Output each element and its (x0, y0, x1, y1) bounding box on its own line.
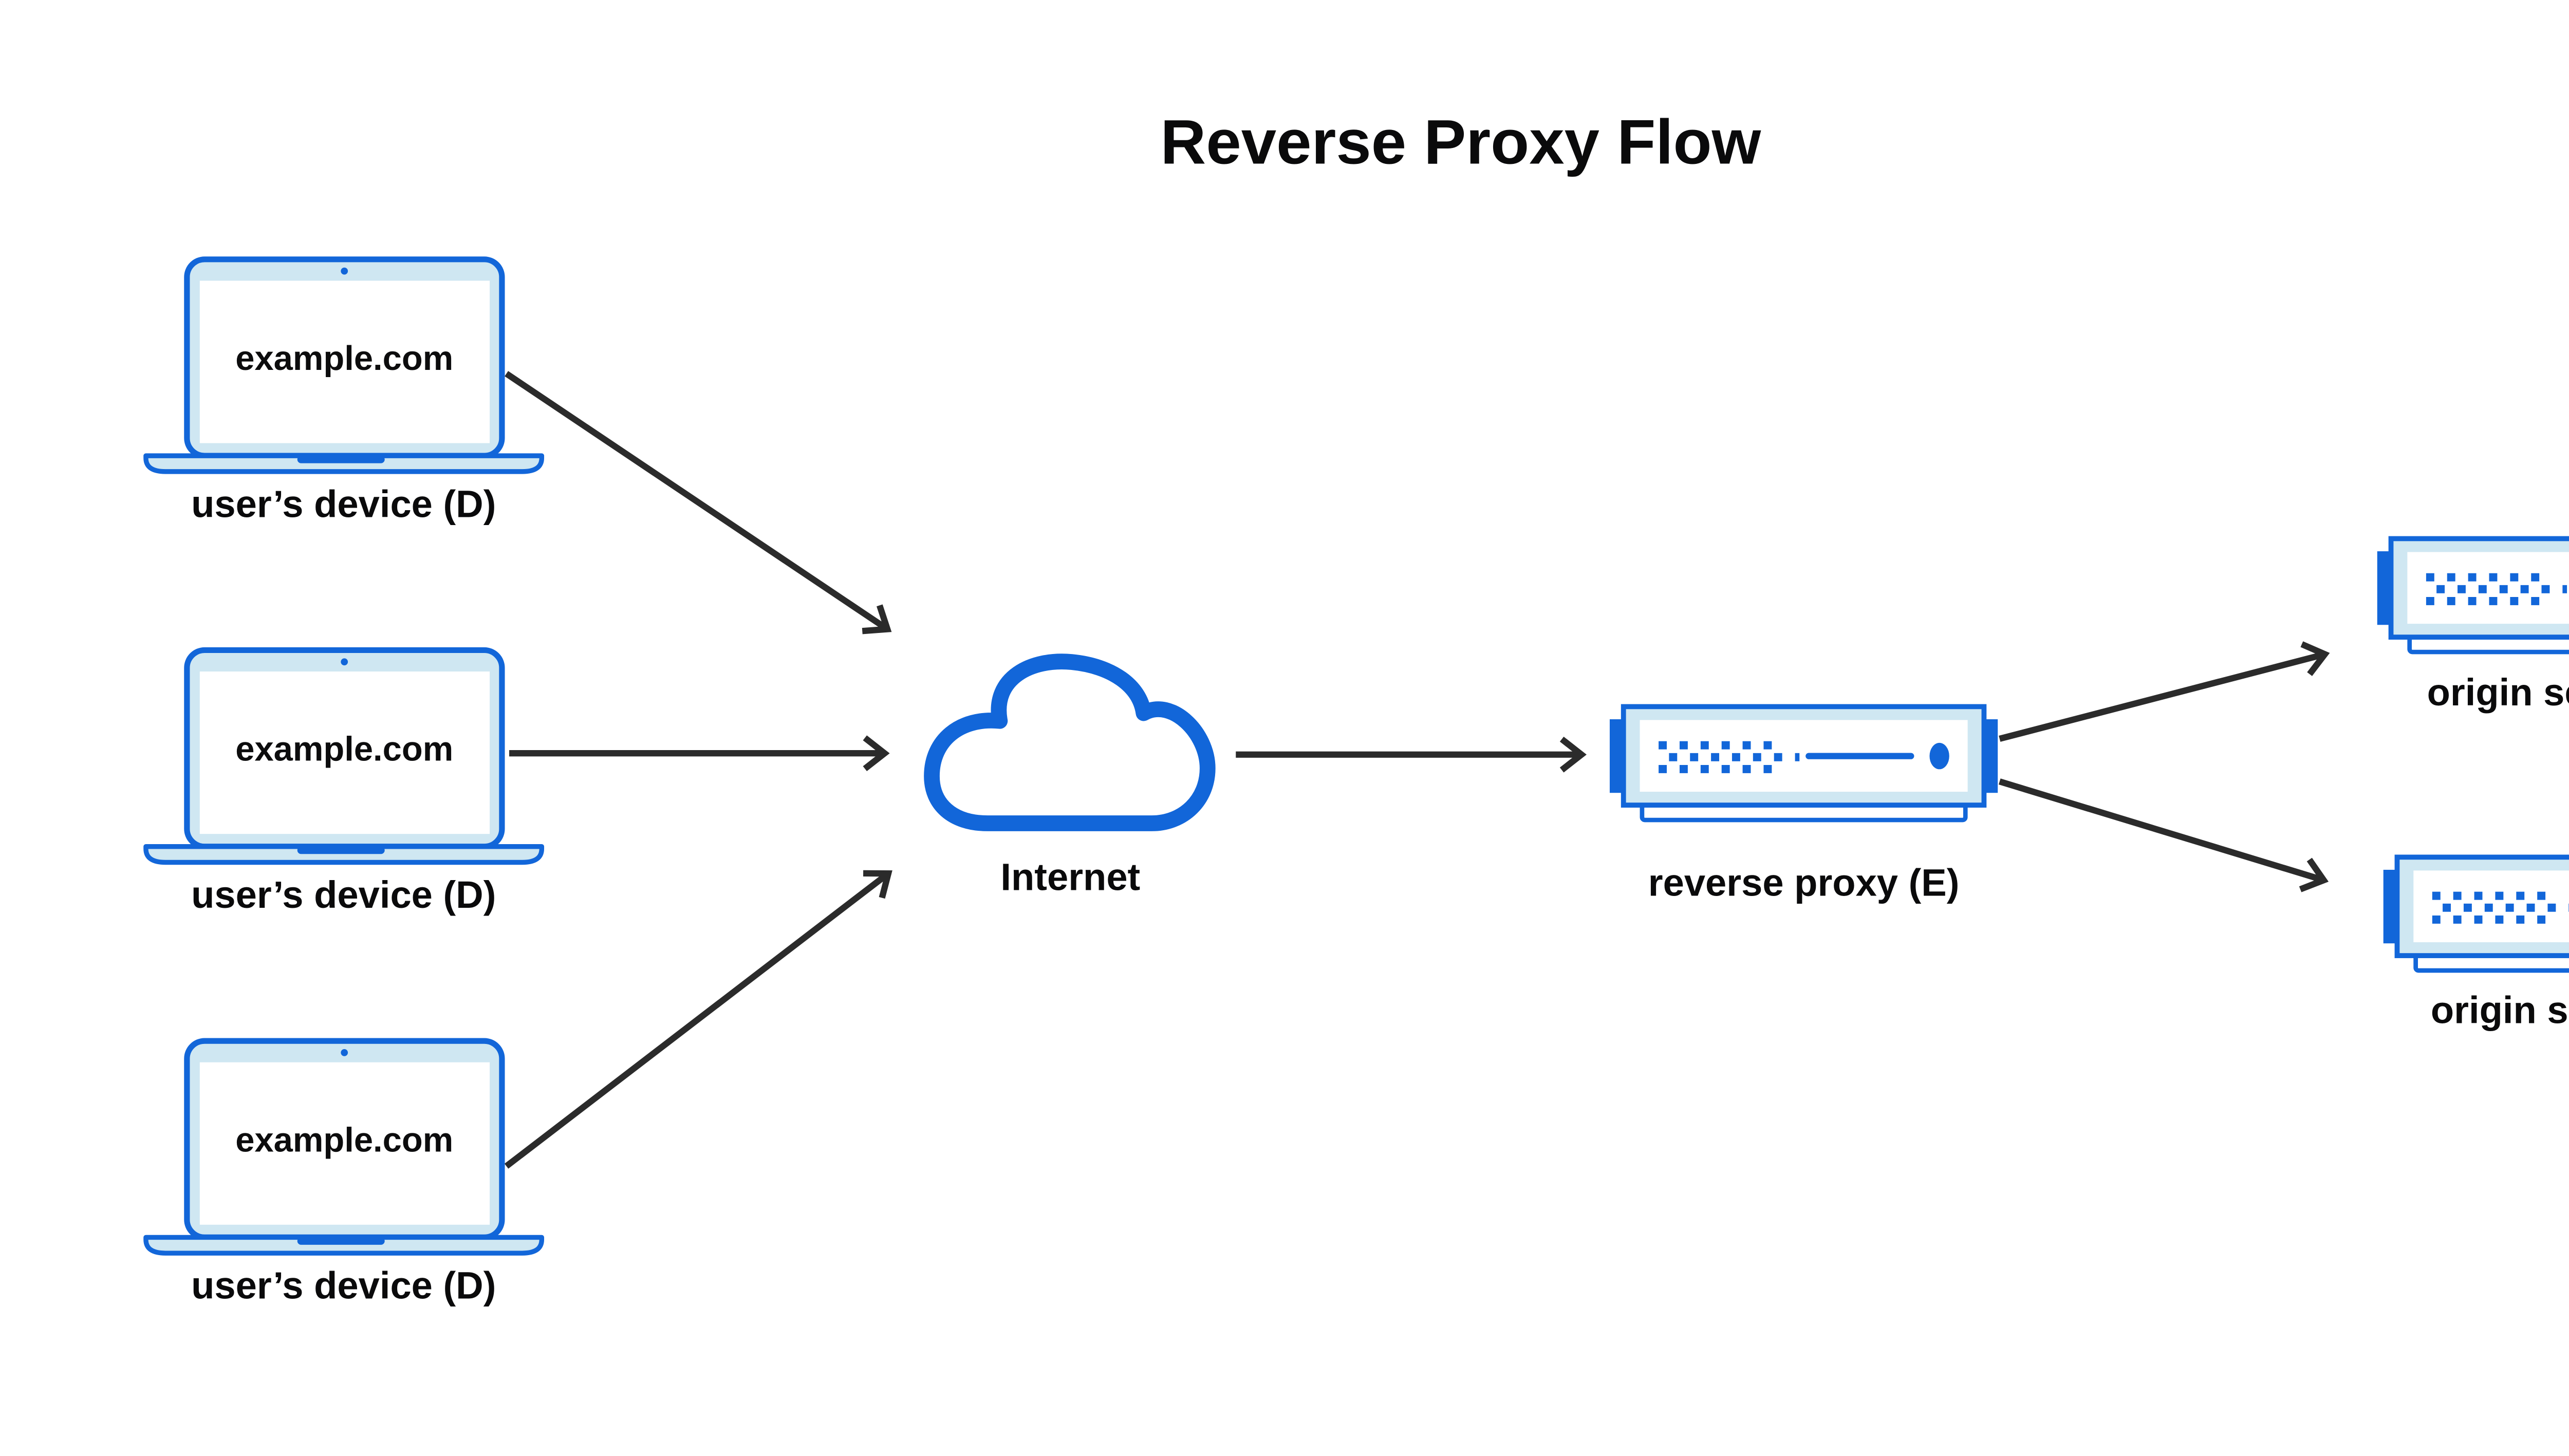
arrow-device1-to-internet (505, 371, 892, 634)
server-icon (2384, 857, 2569, 970)
device-label: user’s device (D) (191, 873, 496, 916)
origin-server-label: origin server (F) (2427, 671, 2569, 714)
node-origin-server-1: origin server (F) (2377, 538, 2569, 714)
server-icon (2377, 538, 2569, 652)
arrow-device3-to-internet (504, 870, 892, 1169)
arrow-internet-to-proxy (1236, 736, 1587, 773)
device-screen-text: example.com (235, 1121, 453, 1159)
device-screen-text: example.com (235, 339, 453, 378)
cloud-icon (924, 654, 1216, 831)
node-user-device-2: example.com user’s device (D) (146, 650, 542, 916)
node-user-device-3: example.com user’s device (D) (146, 1041, 542, 1307)
device-screen-text: example.com (235, 730, 453, 769)
server-icon (1610, 706, 1998, 820)
node-internet: Internet (924, 654, 1216, 899)
reverse-proxy-label: reverse proxy (E) (1648, 862, 1960, 904)
arrow-proxy-to-origin1 (1999, 641, 2330, 742)
arrow-device2-to-internet (509, 735, 890, 772)
origin-server-label: origin server (F) (2431, 988, 2569, 1031)
flow-arrows (504, 371, 2330, 1169)
node-user-device-1: example.com user’s device (D) (146, 259, 542, 525)
device-label: user’s device (D) (191, 482, 496, 525)
internet-label: Internet (1000, 856, 1140, 899)
node-origin-server-2: origin server (F) (2384, 857, 2569, 1031)
arrow-proxy-to-origin2 (1999, 778, 2329, 892)
device-label: user’s device (D) (191, 1264, 496, 1307)
node-reverse-proxy: reverse proxy (E) (1610, 706, 1998, 904)
page-title: Reverse Proxy Flow (1161, 107, 1761, 178)
